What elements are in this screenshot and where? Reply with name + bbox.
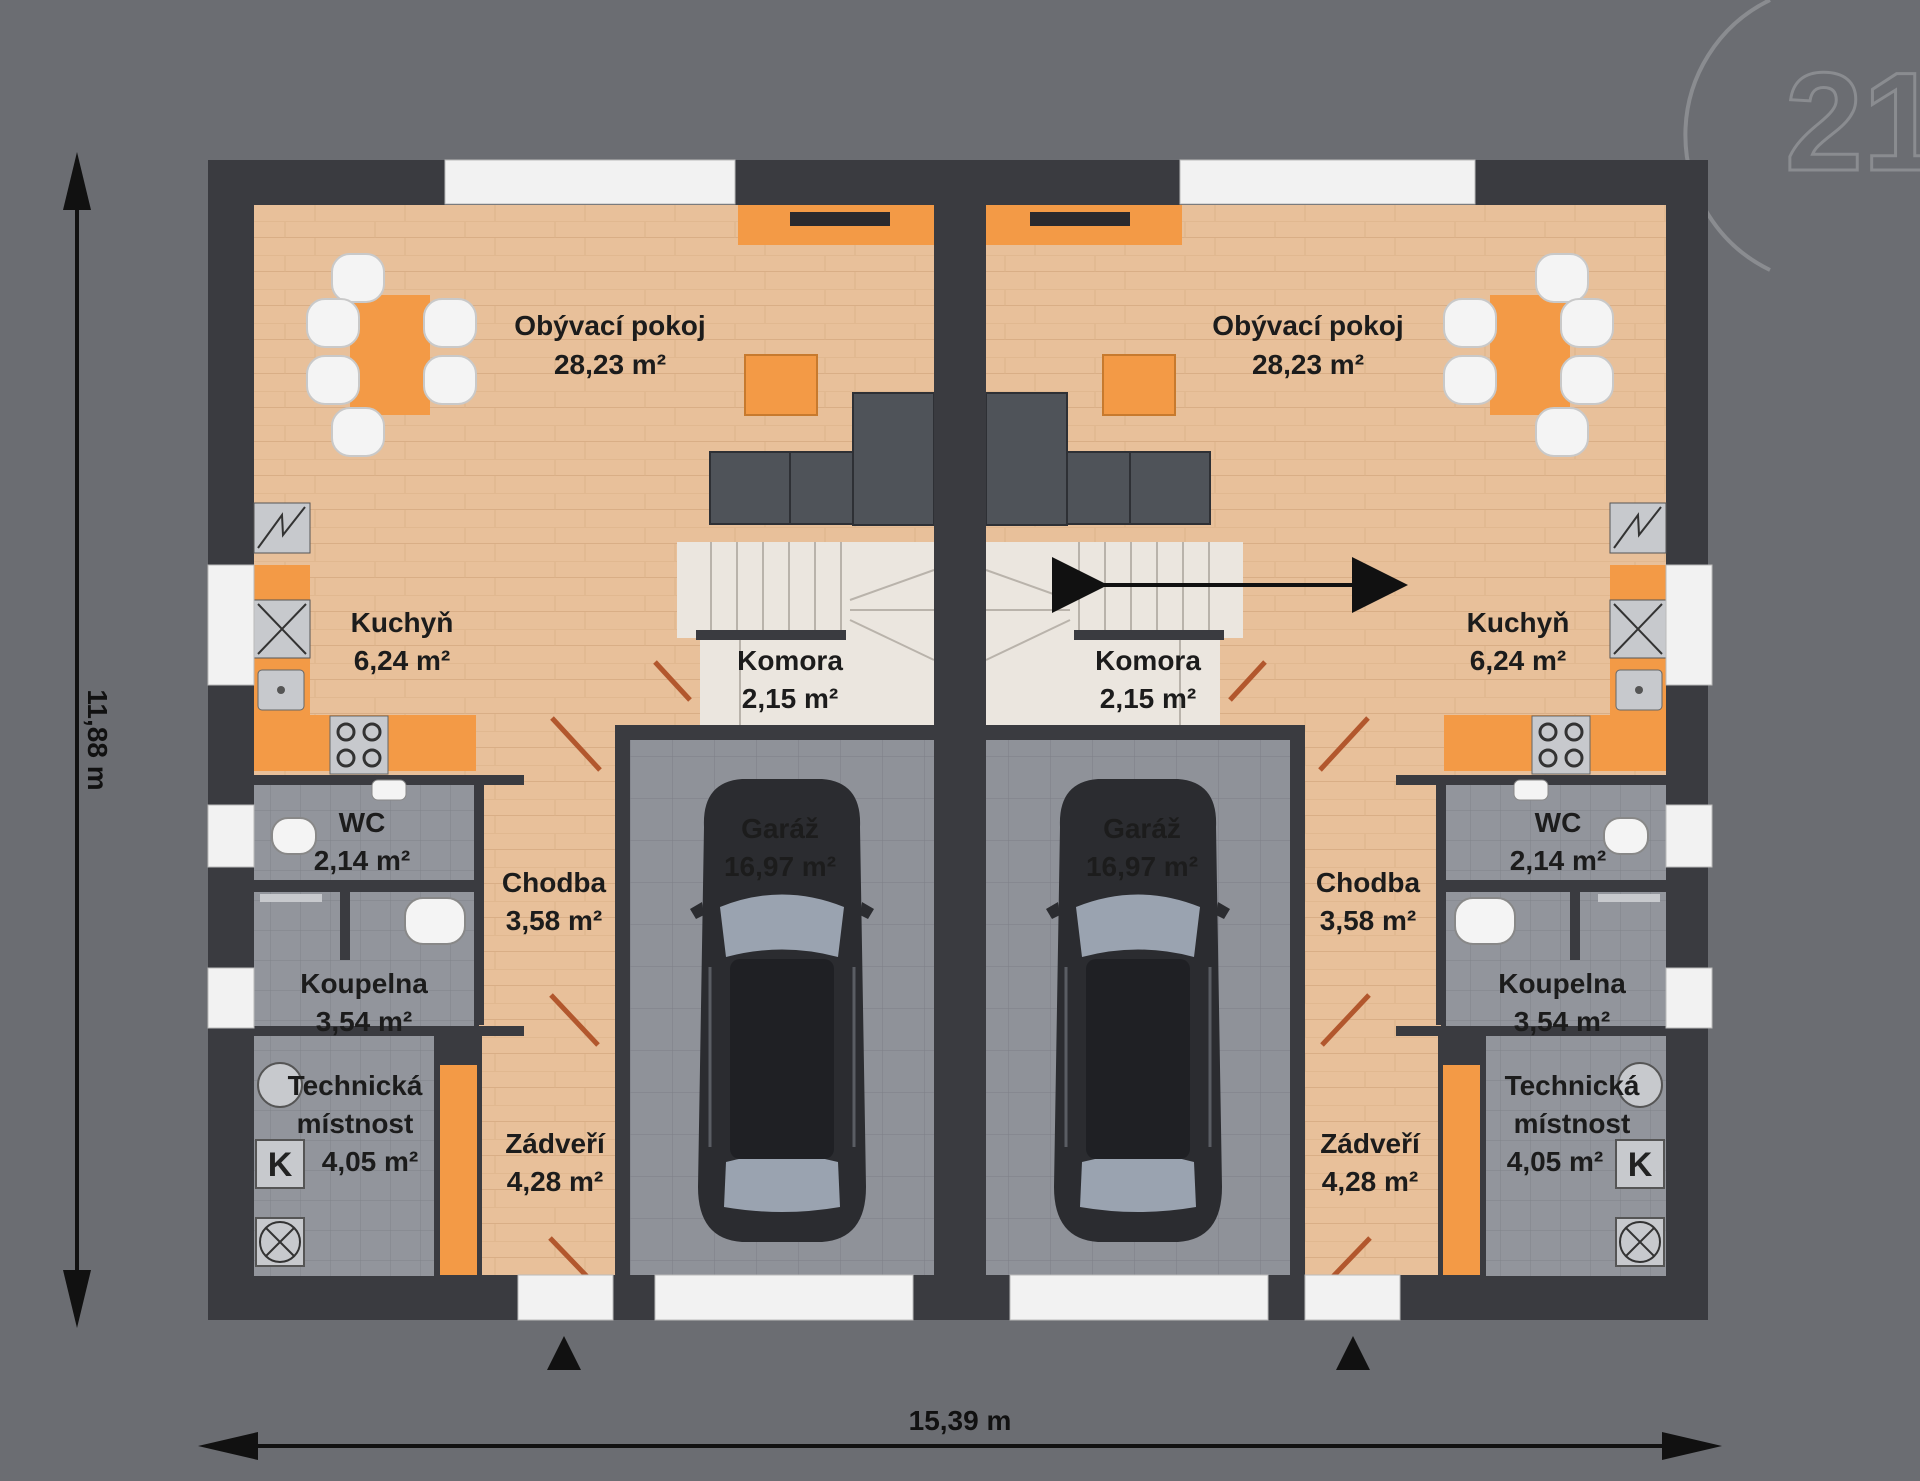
room-name-technical-right-2: místnost — [1514, 1108, 1631, 1139]
room-name-bathroom-left: Koupelna — [300, 968, 428, 999]
room-name-wc-left: WC — [339, 807, 386, 838]
room-name-vestibule-right: Zádveří — [1320, 1128, 1421, 1159]
entrance-marker-right — [1336, 1336, 1370, 1370]
room-area-pantry-left: 2,15 m² — [742, 683, 839, 714]
room-area-hallway-right: 3,58 m² — [1320, 905, 1417, 936]
room-area-pantry-right: 2,15 m² — [1100, 683, 1197, 714]
room-name-garage-right: Garáž — [1103, 813, 1181, 844]
room-name-garage-left: Garáž — [741, 813, 819, 844]
width-dimension: 15,39 m — [198, 1405, 1722, 1460]
room-area-living-left: 28,23 m² — [554, 349, 666, 380]
room-name-kitchen-left: Kuchyň — [351, 607, 454, 638]
room-area-wc-left: 2,14 m² — [314, 845, 411, 876]
logo-arc — [1683, 0, 1771, 272]
room-area-garage-left: 16,97 m² — [724, 851, 836, 882]
room-name-hallway-left: Chodba — [502, 867, 607, 898]
boiler-left: K — [268, 1146, 293, 1184]
room-name-technical-right-1: Technická — [1505, 1070, 1640, 1101]
room-name-living-left: Obývací pokoj — [514, 310, 705, 341]
height-dimension: 11,88 m — [63, 152, 113, 1328]
width-label: 15,39 m — [909, 1405, 1012, 1436]
room-name-technical-left-2: místnost — [297, 1108, 414, 1139]
room-name-pantry-left: Komora — [737, 645, 843, 676]
room-area-kitchen-right: 6,24 m² — [1470, 645, 1567, 676]
room-area-wc-right: 2,14 m² — [1510, 845, 1607, 876]
windows — [207, 159, 1713, 1321]
room-area-bathroom-right: 3,54 m² — [1514, 1006, 1611, 1037]
room-name-pantry-right: Komora — [1095, 645, 1201, 676]
room-area-technical-right: 4,05 m² — [1507, 1146, 1604, 1177]
room-area-garage-right: 16,97 m² — [1086, 851, 1198, 882]
company-logo: 21 — [1683, 0, 1920, 272]
room-name-kitchen-right: Kuchyň — [1467, 607, 1570, 638]
room-area-kitchen-left: 6,24 m² — [354, 645, 451, 676]
room-area-living-right: 28,23 m² — [1252, 349, 1364, 380]
room-area-hallway-left: 3,58 m² — [506, 905, 603, 936]
party-wall — [934, 160, 986, 1320]
room-name-living-right: Obývací pokoj — [1212, 310, 1403, 341]
height-label: 11,88 m — [82, 689, 113, 790]
room-labels-right: Obývací pokoj 28,23 m² Kuchyň 6,24 m² Ko… — [1086, 310, 1640, 1197]
entrance-marker-left — [547, 1336, 581, 1370]
room-name-technical-left-1: Technická — [288, 1070, 423, 1101]
left-unit: K — [253, 205, 940, 1292]
boiler-right: K — [1628, 1146, 1653, 1184]
room-area-vestibule-left: 4,28 m² — [507, 1166, 604, 1197]
room-area-bathroom-left: 3,54 m² — [316, 1006, 413, 1037]
room-labels-left: Obývací pokoj 28,23 m² Kuchyň 6,24 m² Ko… — [288, 310, 844, 1197]
room-name-wc-right: WC — [1535, 807, 1582, 838]
room-name-bathroom-right: Koupelna — [1498, 968, 1626, 999]
logo-text: 21 — [1785, 43, 1920, 200]
room-name-vestibule-left: Zádveří — [505, 1128, 606, 1159]
right-unit: K — [980, 205, 1667, 1292]
room-area-technical-left: 4,05 m² — [322, 1146, 419, 1177]
room-name-hallway-right: Chodba — [1316, 867, 1421, 898]
room-area-vestibule-right: 4,28 m² — [1322, 1166, 1419, 1197]
